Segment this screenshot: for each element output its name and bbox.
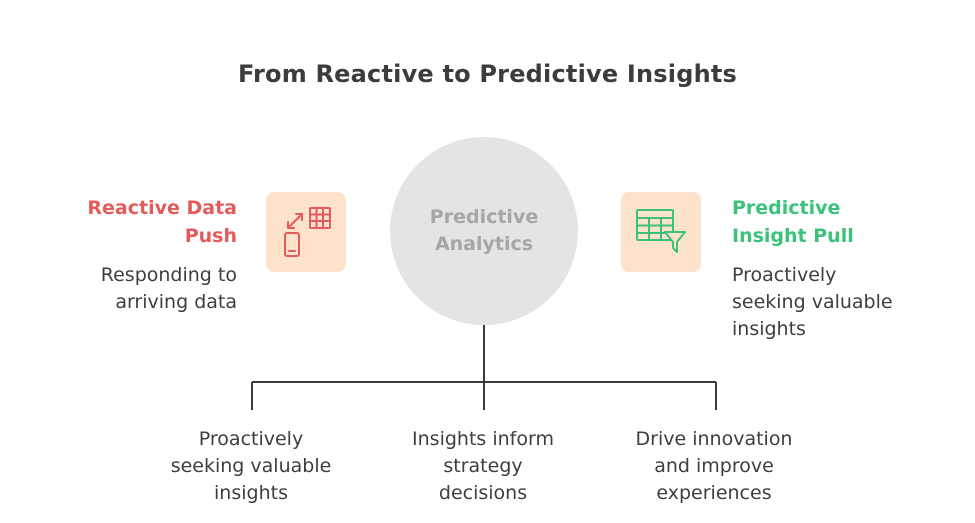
right-description: Proactively seeking valuable insights bbox=[732, 264, 893, 340]
left-icon-box bbox=[266, 192, 346, 272]
left-description: Responding to arriving data bbox=[100, 264, 237, 313]
phone-table-sync-icon bbox=[284, 207, 331, 257]
right-title: Predictive Insight Pull bbox=[732, 197, 854, 247]
center-label: Predictive Analytics bbox=[429, 206, 539, 255]
branch-label-2: Insights inform strategy decisions bbox=[412, 428, 554, 504]
center-circle: Predictive Analytics bbox=[390, 137, 578, 325]
table-filter-icon bbox=[636, 209, 686, 253]
left-title: Reactive Data Push bbox=[87, 197, 237, 247]
branch-label-3: Drive innovation and improve experiences bbox=[635, 428, 793, 504]
right-icon-box bbox=[621, 192, 701, 272]
diagram-title: From Reactive to Predictive Insights bbox=[237, 60, 738, 88]
branch-label-1: Proactively seeking valuable insights bbox=[170, 428, 332, 504]
